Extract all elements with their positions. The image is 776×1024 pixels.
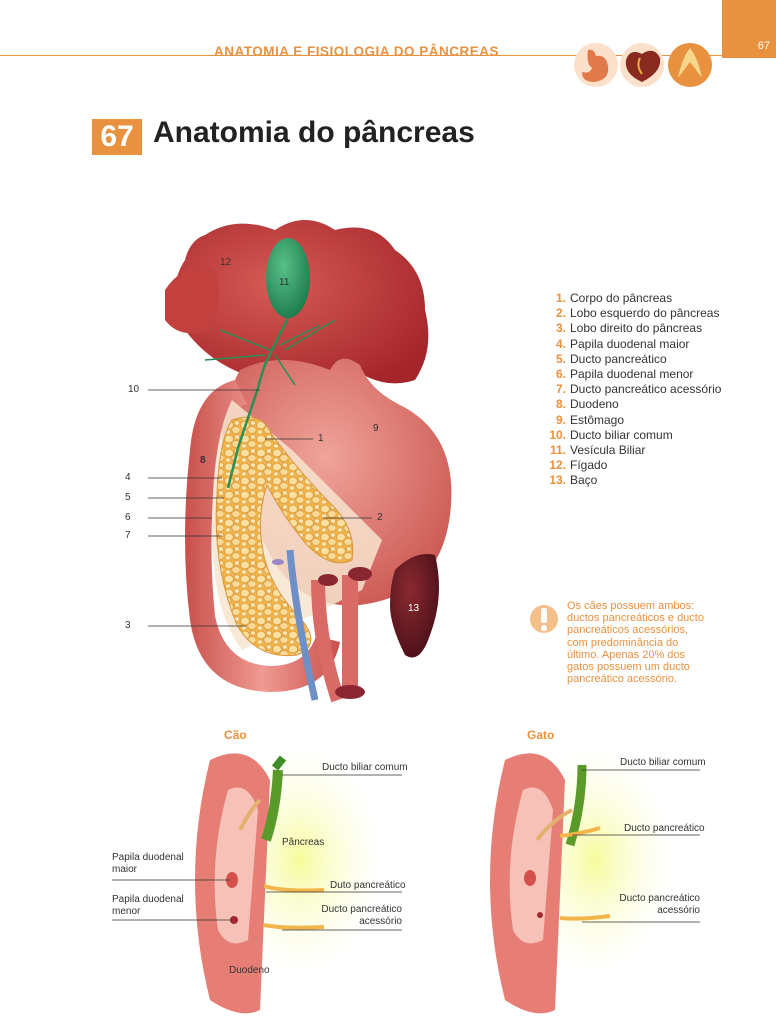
- dog-label-major-papilla: Papila duodenal maior: [112, 852, 184, 875]
- fig-number-13: 13: [408, 603, 420, 614]
- cat-title: Gato: [527, 728, 555, 742]
- fig-number-1: 1: [318, 433, 324, 444]
- attention-icon: [530, 605, 558, 633]
- legend-item: 8.Duodeno: [555, 397, 619, 412]
- liver-icon: [620, 43, 664, 87]
- blood-vessels: [272, 549, 372, 703]
- dog-label-minor-papilla: Papila duodenal menor: [112, 894, 184, 917]
- legend-item: 1.Corpo do pâncreas: [555, 291, 673, 305]
- dog-label-pancreatic-duct: Duto pancreático: [330, 880, 406, 891]
- legend-item: 13.Baço: [549, 473, 598, 488]
- page-number: 67: [757, 40, 770, 52]
- legend-item: 5.Ducto pancreático: [555, 351, 667, 366]
- dog-duodenum-inset: [112, 750, 402, 1014]
- fig-number-9: 9: [373, 423, 379, 434]
- cat-duodenum-inset: [490, 750, 700, 1014]
- fig-number-5: 5: [125, 492, 131, 503]
- legend-item: 2.Lobo esquerdo do pâncreas: [555, 306, 720, 321]
- page-title: Anatomia do pâncreas: [153, 116, 475, 149]
- fig-number-7: 7: [125, 530, 131, 541]
- legend-item: 11.Vesícula Biliar: [549, 443, 646, 458]
- leader-lines: [148, 389, 372, 627]
- pancreas: [215, 416, 354, 657]
- dog-label-common-bile-duct: Ducto biliar comum: [322, 762, 408, 773]
- dog-title: Cão: [224, 728, 247, 742]
- legend-list: 1.Corpo do pâncreas 2.Lobo esquerdo do p…: [539, 291, 721, 489]
- dog-label-accessory-duct: Ducto pancreático acessório: [321, 904, 402, 927]
- spleen: [390, 554, 439, 658]
- legend-item: 6.Papila duodenal menor: [555, 367, 694, 382]
- fig-number-6: 6: [125, 512, 131, 523]
- legend-item: 7.Ducto pancreático acessório: [555, 382, 722, 397]
- legend-item: 10.Ducto biliar comum: [549, 427, 673, 442]
- dog-label-pancreas: Pâncreas: [282, 837, 325, 848]
- header-rule: [0, 55, 722, 56]
- legend-item: 9.Estômago: [555, 412, 625, 427]
- legend-item: 4.Papila duodenal maior: [555, 336, 690, 351]
- cat-label-common-bile-duct: Ducto biliar comum: [620, 757, 706, 768]
- cat-label-accessory-duct: Ducto pancreático acessório: [619, 893, 700, 916]
- fig-number-12: 12: [220, 257, 232, 268]
- cat-label-pancreatic-duct: Ducto pancreático: [624, 823, 705, 834]
- chapter-number: 67: [92, 119, 142, 155]
- fig-number-3: 3: [125, 620, 131, 631]
- dog-label-duodenum: Duodeno: [229, 965, 270, 976]
- fig-number-8: 8: [200, 455, 206, 466]
- stomach-icon: [574, 43, 618, 87]
- legend-item: 12.Fígado: [549, 458, 608, 473]
- fig-number-2: 2: [377, 512, 383, 523]
- gall-bladder: [204, 238, 336, 489]
- legend-item: 3.Lobo direito do pâncreas: [555, 321, 703, 336]
- fig-number-11: 11: [279, 277, 290, 288]
- fig-number-10: 10: [128, 384, 140, 395]
- section-title: ANATOMIA E FISIOLOGIA DO PÂNCREAS: [214, 44, 500, 59]
- fig-number-4: 4: [125, 472, 131, 483]
- info-note: Os cães possuem ambos: ductos pancreátic…: [567, 600, 704, 686]
- page-number-box: 67: [722, 0, 776, 58]
- header-icons: [574, 40, 719, 95]
- pancreas-icon: [668, 43, 712, 87]
